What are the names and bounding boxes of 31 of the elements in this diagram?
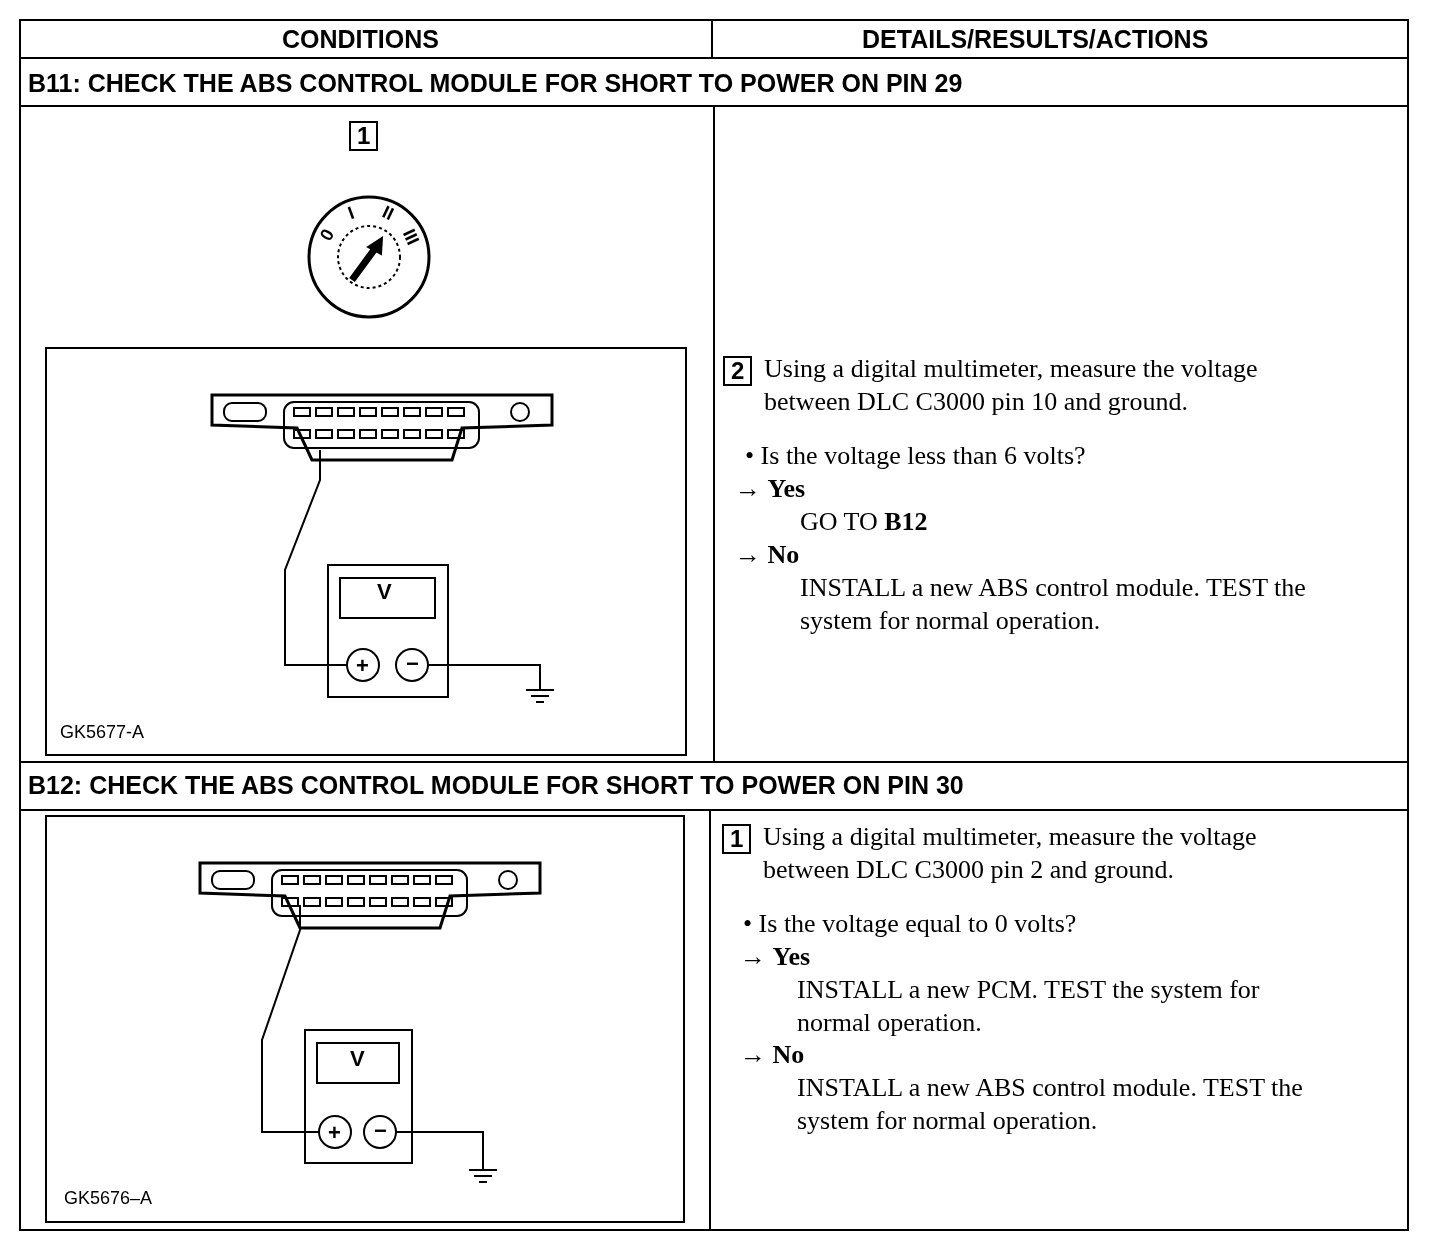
figure-code: GK5677-A (60, 722, 145, 743)
switch-position-label: 0 (316, 226, 338, 244)
step-heading: B11: CHECK THE ABS CONTROL MODULE FOR SHORT TO POWER ON PIN 29 (28, 68, 963, 98)
answer-label: → No (740, 1039, 805, 1071)
terminal-symbol: − (374, 1119, 387, 1143)
switch-position-label: I (345, 203, 357, 223)
terminal-symbol: − (406, 652, 419, 676)
question-text: • Is the voltage less than 6 volts? (745, 440, 1086, 472)
action-text: INSTALL a new PCM. TEST the system for normal operation. (797, 974, 1261, 1039)
column-header: CONDITIONS (282, 24, 439, 54)
terminal-symbol: + (328, 1121, 341, 1145)
display-symbol: V (377, 580, 392, 604)
instruction-text: Using a digital multimeter, measure the voltage between DLC C3000 pin 10 and ground. (764, 353, 1259, 418)
answer-label: → No (735, 539, 800, 571)
answer-label: → Yes (735, 473, 806, 505)
step-number: 2 (723, 356, 753, 386)
figure-code: GK5676–A (64, 1188, 153, 1209)
terminal-symbol: + (356, 654, 369, 678)
switch-position-label: III (399, 226, 423, 248)
action-text: GO TO B12 (800, 506, 928, 538)
step-number: 1 (349, 121, 379, 151)
step-number: 1 (722, 824, 752, 854)
step-heading: B12: CHECK THE ABS CONTROL MODULE FOR SHORT TO POWER ON PIN 30 (28, 770, 964, 800)
question-text: • Is the voltage equal to 0 volts? (743, 908, 1077, 940)
action-text: INSTALL a new ABS control module. TEST the system for normal operation. (800, 572, 1307, 637)
display-symbol: V (350, 1047, 365, 1071)
switch-position-label: II (379, 202, 397, 224)
action-text: INSTALL a new ABS control module. TEST the system for normal operation. (797, 1072, 1304, 1137)
instruction-text: Using a digital multimeter, measure the voltage between DLC C3000 pin 2 and ground. (763, 821, 1258, 886)
answer-label: → Yes (740, 941, 811, 973)
column-header: DETAILS/RESULTS/ACTIONS (862, 24, 1209, 54)
